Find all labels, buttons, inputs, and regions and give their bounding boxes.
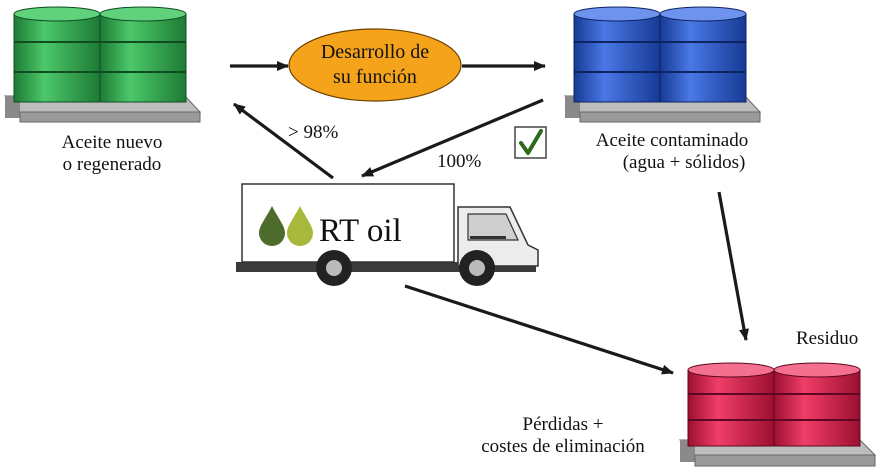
new-oil-label-line2: o regenerado <box>63 154 162 175</box>
arrow-contaminated-to-truck <box>361 98 544 178</box>
contaminated-label-line2: (agua + sólidos) <box>623 152 746 173</box>
pct-collected-label: 100% <box>437 151 482 172</box>
truck-brand-label: RT oil <box>319 213 402 249</box>
check-icon <box>514 126 547 159</box>
losses-label-line1: Pérdidas + <box>523 414 604 435</box>
waste-drums-icon <box>678 362 877 467</box>
oil-drop-icon <box>259 206 285 246</box>
oil-drop-icon <box>287 206 313 246</box>
flow-arrows <box>230 61 749 375</box>
contaminated-label-line1: Aceite contaminado <box>596 130 748 151</box>
function-label-line1: Desarrollo de <box>321 41 429 63</box>
new-oil-drums-icon <box>3 6 202 123</box>
contaminated-oil-drums-icon <box>563 6 762 123</box>
new-oil-label-line1: Aceite nuevo <box>62 132 163 153</box>
arrow-contaminated-to-waste <box>717 191 749 341</box>
function-oval: Desarrollo de su función <box>288 28 462 102</box>
truck-icon: RT oil <box>236 183 539 286</box>
residue-label: Residuo <box>796 328 858 349</box>
arrow-truck-to-new <box>233 102 334 180</box>
losses-label-line2: costes de eliminación <box>481 436 645 457</box>
pct-regenerated-label: > 98% <box>288 122 338 143</box>
function-label-line2: su función <box>333 66 417 88</box>
arrow-truck-to-waste <box>404 284 674 375</box>
